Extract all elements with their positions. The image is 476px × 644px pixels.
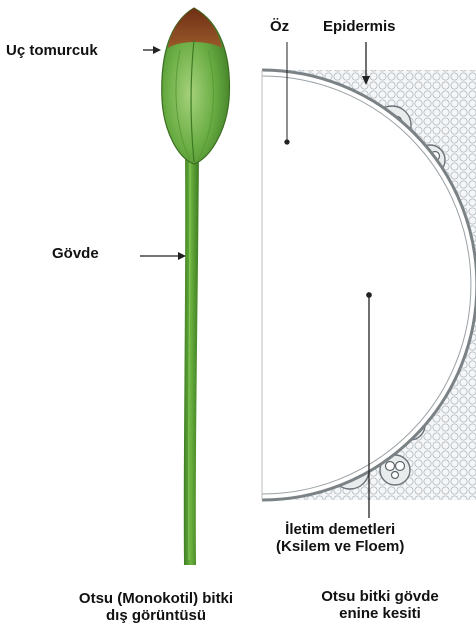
vascular-bundle [286,261,324,299]
vascular-bundle [283,443,317,477]
vascular-bundle [278,198,312,232]
vascular-bundle [321,206,359,244]
vascular-bundle [423,208,457,242]
label-vascular-bundles: İletim demetleri (Ksilem ve Floem) [276,521,404,556]
vascular-bundle [380,455,410,485]
vascular-bundle [328,91,362,125]
vascular-bundle [341,401,379,439]
label-vascular-bundles-line1: İletim demetleri [276,521,404,538]
vascular-bundle [395,410,425,440]
bud-tip [168,8,222,48]
caption-left: Otsu (Monokotil) bitki dış görüntüsü [40,590,272,625]
stem [184,150,199,565]
caption-right: Otsu bitki gövde enine kesiti [290,588,470,623]
vascular-bundle [285,95,315,125]
vascular-bundle [285,330,315,360]
caption-left-line2: dış görüntüsü [40,607,272,624]
vascular-bundle [341,146,379,184]
vascular-bundle [431,271,469,309]
vascular-bundle [381,341,419,379]
vascular-bundle [293,143,327,177]
vascular-bundle [430,335,460,365]
label-bud: Uç tomurcuk [6,42,98,59]
caption-left-line1: Otsu (Monokotil) bitki [40,590,272,607]
caption-right-line2: enine kesiti [290,605,470,622]
label-pith: Öz [270,18,289,35]
label-vascular-bundles-line2: (Ksilem ve Floem) [276,538,404,555]
caption-right-line1: Otsu bitki gövde [290,588,470,605]
vascular-bundle [370,225,400,255]
label-epidermis: Epidermis [323,18,396,35]
vascular-bundle [395,175,425,205]
vascular-bundle [388,283,422,317]
vascular-bundle [293,388,327,422]
vascular-bundle [340,275,370,305]
vascular-bundle [331,451,369,489]
vascular-bundle [333,338,367,372]
label-stem: Gövde [52,245,99,262]
